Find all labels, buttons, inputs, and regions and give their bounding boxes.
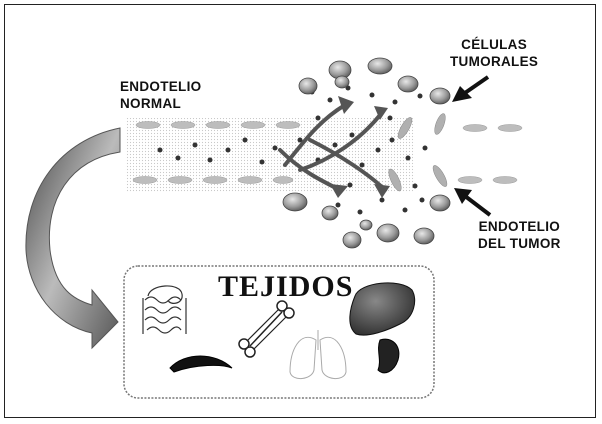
normal-endothelium-label: ENDOTELIO NORMAL bbox=[120, 78, 201, 112]
tumor-endothelium-label-line2: DEL TUMOR bbox=[478, 235, 561, 252]
tumor-endothelium-label: ENDOTELIO DEL TUMOR bbox=[478, 218, 561, 252]
tumor-endothelium-label-line1: ENDOTELIO bbox=[478, 218, 561, 235]
tumor-cells-label-line2: TUMORALES bbox=[450, 53, 538, 70]
tumor-cells-label: CÉLULAS TUMORALES bbox=[450, 36, 538, 70]
tumor-cells-label-line1: CÉLULAS bbox=[450, 36, 538, 53]
pointer-arrow-tumor-cells[interactable] bbox=[452, 77, 488, 102]
dissemination-arrow bbox=[26, 128, 120, 348]
normal-endothelium-label-line2: NORMAL bbox=[120, 95, 201, 112]
pointer-arrow-tumor-endothelium[interactable] bbox=[454, 188, 490, 215]
tissues-title: TEJIDOS bbox=[218, 270, 353, 304]
normal-endothelium-label-line1: ENDOTELIO bbox=[120, 78, 201, 95]
